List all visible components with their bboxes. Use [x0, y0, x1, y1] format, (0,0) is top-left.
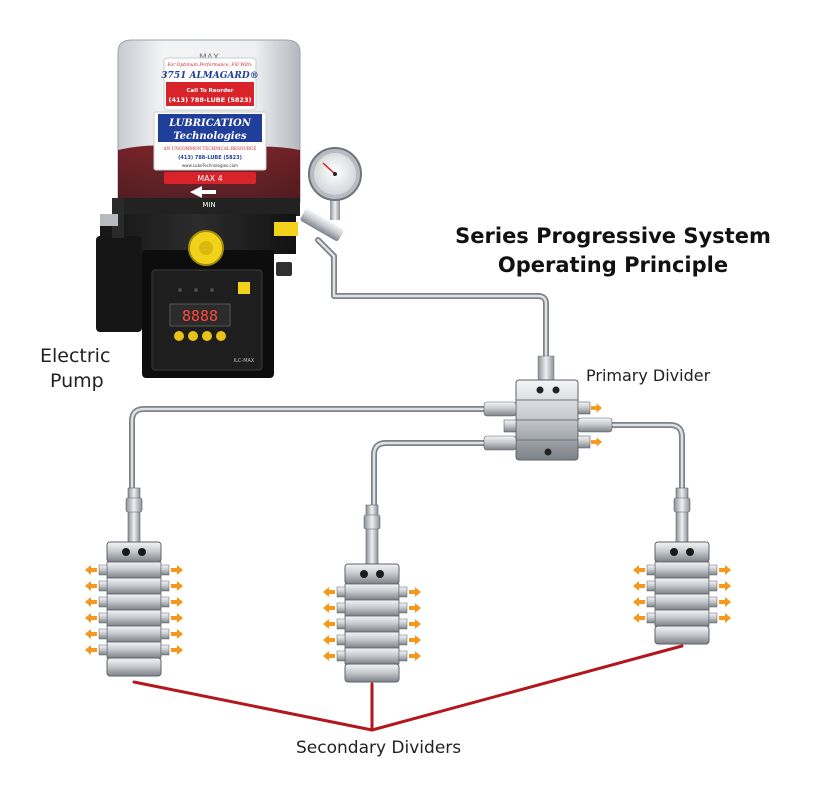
title-line-2: Operating Principle: [497, 253, 729, 277]
outlet-arrow-left: [323, 619, 335, 629]
outlet-arrow-right: [719, 581, 731, 591]
svg-text:MIN: MIN: [202, 201, 215, 209]
outlet-arrow-right: [171, 613, 183, 623]
svg-text:www.LubeTechnologies.com: www.LubeTechnologies.com: [182, 163, 238, 168]
outlet-arrow-left: [85, 581, 97, 591]
secondary-dividers: [85, 487, 731, 683]
secondary-leader-lines: [132, 644, 684, 732]
outlet-arrow-right: [409, 619, 421, 629]
outlet-arrow-left: [85, 597, 97, 607]
svg-text:(413) 788-LUBE (5823): (413) 788-LUBE (5823): [169, 96, 252, 104]
svg-text:(413) 788-LUBE (5823): (413) 788-LUBE (5823): [178, 155, 242, 161]
outlet-arrow-right: [171, 645, 183, 655]
electric-pump-label: Electric Pump: [40, 345, 111, 392]
tubing: [129, 237, 685, 508]
svg-text:AN UNCOMMON TECHNICAL RESOURCE: AN UNCOMMON TECHNICAL RESOURCE: [163, 146, 257, 151]
outlet-arrow-left: [323, 587, 335, 597]
outlet-arrow-left: [85, 613, 97, 623]
display-readout: 8888: [182, 307, 218, 325]
outlet-arrow-left: [633, 565, 645, 575]
secondary-dividers-label: Secondary Dividers: [296, 738, 462, 758]
primary-to-middle-secondary-tube: [371, 440, 487, 508]
outlet-arrow-right: [409, 651, 421, 661]
outlet-arrow-right: [719, 597, 731, 607]
outlet-arrow-left: [85, 645, 97, 655]
outlet-arrow-left: [323, 603, 335, 613]
svg-text:Technologies: Technologies: [173, 131, 247, 142]
outlet-arrow-right: [171, 597, 183, 607]
outlet-arrow-left: [633, 613, 645, 623]
outlet-arrow-right: [719, 613, 731, 623]
primary-to-left-secondary-tube: [129, 406, 487, 491]
outlet-arrow-left: [323, 651, 335, 661]
svg-text:LUBRICATION: LUBRICATION: [168, 118, 252, 129]
outlet-arrow-right: [409, 587, 421, 597]
outlet-arrow-left: [85, 565, 97, 575]
outlet-arrow-right: [409, 635, 421, 645]
svg-text:3751 ALMAGARD®: 3751 ALMAGARD®: [161, 71, 258, 81]
outlet-arrow-right: [719, 565, 731, 575]
outlet-arrow-right: [171, 565, 183, 575]
title-line-1: Series Progressive System: [455, 224, 771, 248]
svg-text:For Optimum Performance, Fill: For Optimum Performance, Fill With:: [167, 62, 253, 68]
diagram-title: Series Progressive System Operating Prin…: [448, 222, 778, 280]
outlet-arrow-right: [171, 581, 183, 591]
outlet-arrow-right: [171, 629, 183, 639]
primary-divider-label: Primary Divider: [586, 366, 711, 385]
middle-secondary-divider: [323, 504, 421, 683]
electric-pump: MAX For Optimum Performance, Fill With: …: [96, 39, 362, 378]
right-secondary-divider: [633, 487, 731, 645]
primary-divider: [483, 355, 613, 461]
left-secondary-divider: [85, 487, 183, 677]
outlet-arrow-left: [633, 581, 645, 591]
outlet-arrow-right: [409, 603, 421, 613]
outlet-arrow-left: [85, 629, 97, 639]
max4-band: [164, 172, 256, 184]
svg-text:MAX 4: MAX 4: [197, 174, 223, 183]
outlet-arrow-left: [323, 635, 335, 645]
svg-text:ILC-MAX: ILC-MAX: [234, 358, 255, 364]
outlet-arrow-left: [633, 597, 645, 607]
primary-to-right-secondary-tube: [609, 422, 685, 491]
svg-text:Call To Reorder: Call To Reorder: [187, 88, 234, 94]
